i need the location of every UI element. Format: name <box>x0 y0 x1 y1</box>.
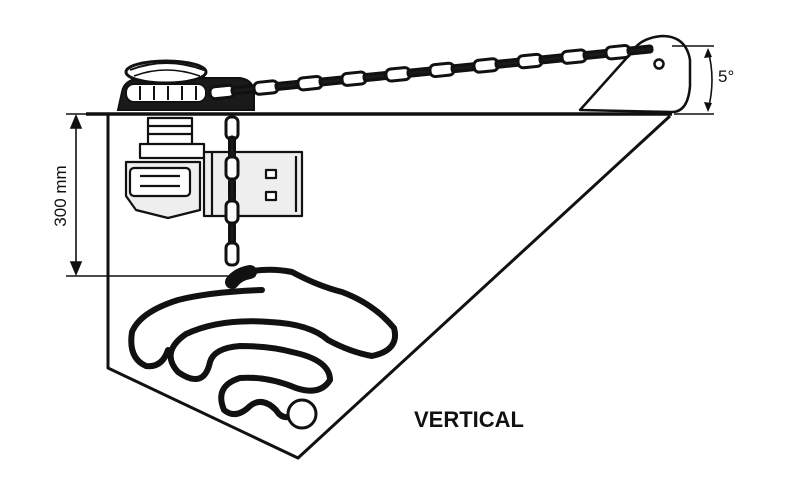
chain-pile <box>128 265 398 421</box>
bow-roller <box>578 34 692 114</box>
height-dimension <box>66 113 232 277</box>
chain-link <box>224 199 240 225</box>
chain-locker-outline <box>106 114 672 460</box>
chain-link <box>224 241 240 267</box>
chain-link <box>626 44 654 56</box>
windlass-deck-unit <box>116 59 255 111</box>
angle-indicator <box>672 45 714 115</box>
vertical-chain <box>224 115 240 267</box>
height-dimension-label: 300 mm <box>51 165 70 226</box>
angle-label: 5° <box>718 67 734 86</box>
chain-link <box>224 155 240 181</box>
chain-link <box>228 177 236 203</box>
chain-end-ring <box>286 398 318 430</box>
mode-caption: VERTICAL <box>414 407 524 432</box>
windlass-motor <box>124 116 304 220</box>
deck-chain <box>208 44 654 101</box>
